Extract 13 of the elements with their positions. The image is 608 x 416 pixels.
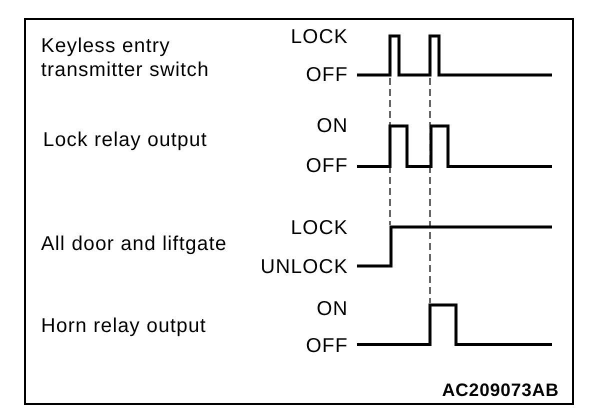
signal-name: Horn relay output [41, 314, 206, 338]
signal-name: Lock relay output [43, 128, 208, 152]
figure-code: AC209073AB [442, 380, 559, 400]
signal-state-label: OFF [306, 154, 348, 178]
signal-state-label: UNLOCK [260, 255, 348, 279]
signal-state-label: OFF [306, 63, 348, 87]
signal-name: Keyless entry transmitter switch [41, 34, 210, 82]
signal-state-label: OFF [306, 334, 348, 358]
signal-state-label: ON [316, 114, 348, 138]
signal-state-label: LOCK [290, 216, 348, 240]
signal-name: All door and liftgate [41, 232, 227, 256]
signal-state-label: LOCK [290, 25, 348, 49]
signal-state-label: ON [316, 297, 348, 321]
